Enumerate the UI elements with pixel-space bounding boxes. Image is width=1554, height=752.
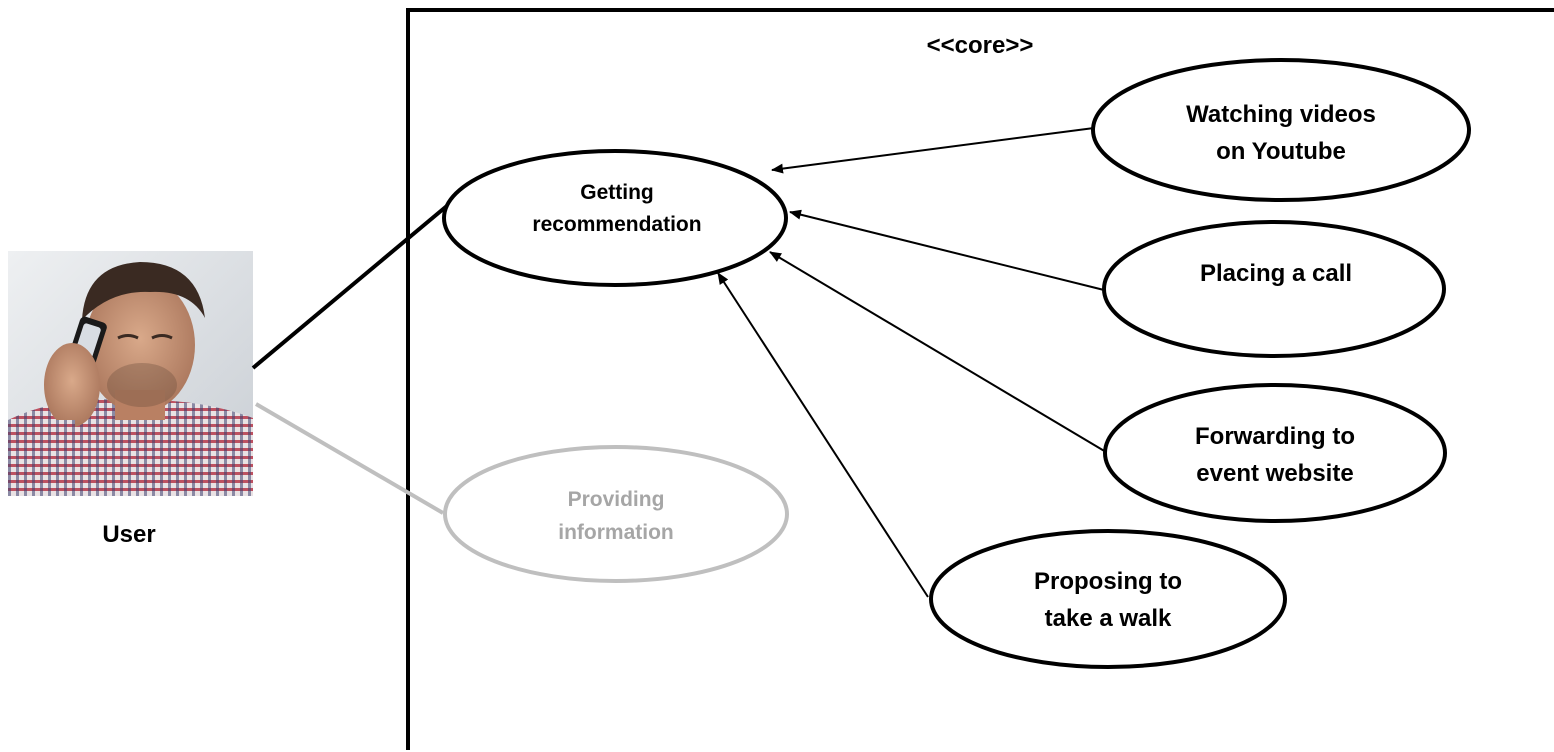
actor-name: User [102, 521, 155, 548]
use-case-label: on Youtube [1216, 138, 1346, 165]
use-case-placing-call[interactable]: Placing a call [1102, 220, 1446, 358]
use-case-label: Watching videos [1186, 101, 1376, 128]
actor-user[interactable]: User [8, 251, 253, 548]
use-case-label: Placing a call [1200, 260, 1352, 287]
use-case-getting-recommendation[interactable]: Getting recommendation [442, 149, 788, 287]
arrow-forwarding-event [769, 251, 1107, 453]
use-case-label: Getting [580, 181, 654, 204]
user-avatar-photo [8, 251, 253, 496]
use-case-label: information [558, 521, 674, 544]
use-case-forwarding-event[interactable]: Forwarding to event website [1103, 383, 1447, 523]
boundary-stereotype: <<core>> [927, 32, 1034, 59]
use-case-proposing-walk[interactable]: Proposing to take a walk [929, 529, 1287, 669]
association-user-providing-information [254, 402, 445, 515]
use-case-label: recommendation [532, 213, 701, 236]
use-case-label: Proposing to [1034, 568, 1182, 595]
use-case-watching-videos[interactable]: Watching videos on Youtube [1091, 58, 1471, 202]
arrow-placing-call [789, 209, 1105, 291]
use-case-label: event website [1196, 460, 1353, 487]
arrow-proposing-walk [717, 272, 929, 598]
use-case-label: take a walk [1045, 605, 1172, 632]
association-user-getting-recommendation [251, 203, 450, 370]
use-case-providing-information[interactable]: Providing information [443, 445, 789, 583]
system-boundary: <<core>> [406, 8, 1554, 750]
use-case-label: Providing [568, 488, 665, 511]
arrow-watching-videos [771, 127, 1095, 174]
use-case-label: Forwarding to [1195, 423, 1355, 450]
